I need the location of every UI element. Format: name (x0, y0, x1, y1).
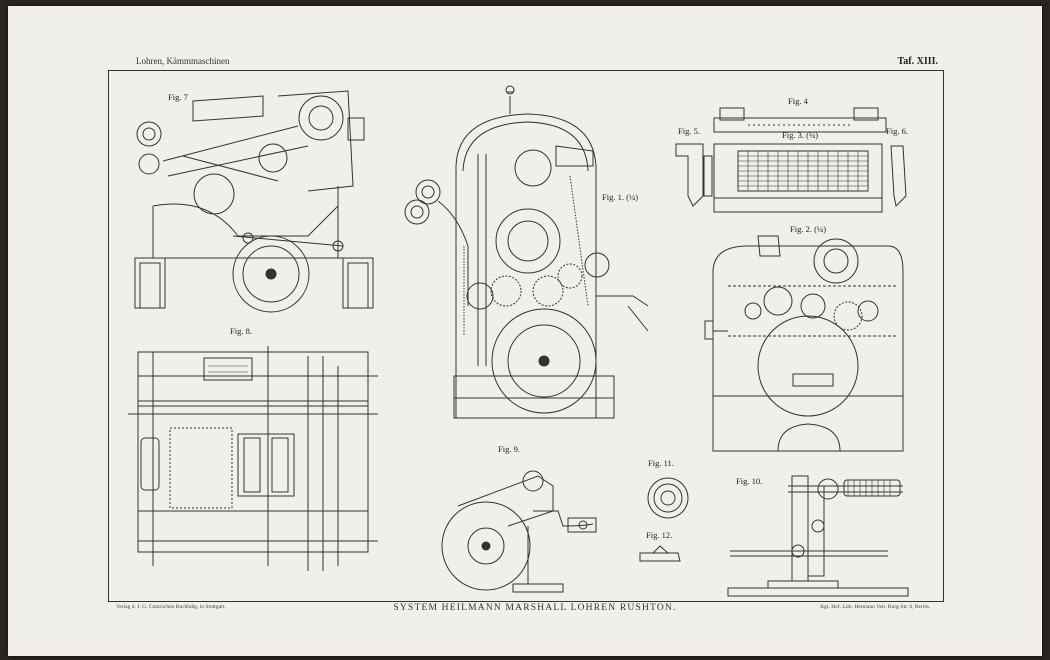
fig2-drawing (705, 236, 903, 451)
fig7-label: Fig. 7 (168, 92, 188, 102)
fig8-label: Fig. 8. (230, 326, 252, 336)
plate-header-left: Lohren, Kämmmaschinen (136, 56, 230, 66)
fig12-label: Fig. 12. (646, 530, 673, 540)
fig11-drawing (648, 478, 688, 518)
fig4-label: Fig. 4 (788, 96, 808, 106)
fig12-drawing (640, 546, 680, 561)
fig8-drawing (128, 346, 378, 571)
fig4-drawing (714, 108, 886, 132)
fig6-drawing (891, 146, 906, 206)
lithographer-credit: Kgl. Hof. Lith. Hermann Veit, Burg-Str. … (820, 604, 930, 610)
fig10-label: Fig. 10. (736, 476, 763, 486)
fig11-label: Fig. 11. (648, 458, 674, 468)
fig5-label: Fig. 5. (678, 126, 700, 136)
plate-frame (108, 70, 944, 602)
fig7-drawing (135, 91, 373, 312)
fig6-label: Fig. 6. (886, 126, 908, 136)
fig9-label: Fig. 9. (498, 444, 520, 454)
plate-number: Taf. XIII. (897, 56, 938, 67)
fig5-drawing (676, 144, 712, 206)
fig10-drawing (728, 476, 908, 596)
engraved-drawings (8, 6, 1042, 656)
plate-sheet: Lohren, Kämmmaschinen Taf. XIII. (8, 6, 1042, 656)
fig9-drawing (442, 471, 596, 592)
fig3-drawing (714, 144, 882, 212)
fig1-label: Fig. 1. (¼) (602, 192, 639, 202)
fig3-label: Fig. 3. (¼) (782, 130, 819, 140)
fig1-drawing (405, 86, 648, 418)
publisher-credit: Verlag d. J. G. Cotta'schen Buchhdlg. in… (116, 604, 226, 610)
plate-title: SYSTEM HEILMANN MARSHALL LOHREN RUSHTON. (393, 603, 677, 613)
fig2-label: Fig. 2. (¼) (790, 224, 827, 234)
